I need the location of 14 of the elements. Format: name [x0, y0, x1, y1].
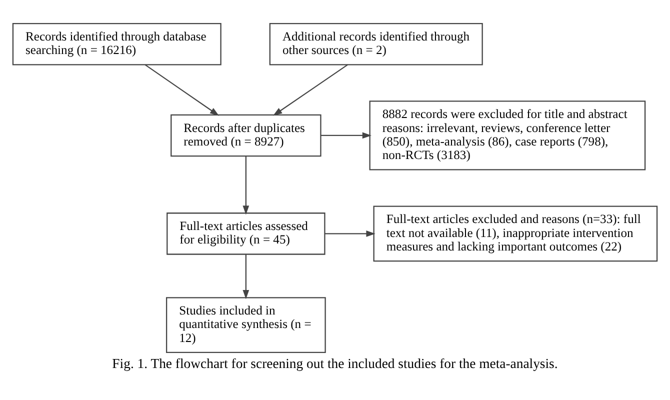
arrow: [321, 132, 372, 139]
node-box: Additional records identified through other sources (n = 2): [269, 23, 483, 66]
arrow: [242, 156, 250, 215]
arrow: [273, 64, 348, 116]
node-box: Full-text articles assessed for eligibility (n = 45): [166, 212, 326, 255]
arrow: [144, 64, 220, 116]
node-box: 8882 records were excluded for title and abstract reasons: irrelevant, reviews, conference letter (850), meta-analysis (86), case reports (798), non-RCTs (3183): [369, 100, 646, 170]
node-box: Records identified through database searching (n = 16216): [12, 23, 222, 66]
node-box: Records after duplicates removed (n = 8927): [170, 114, 322, 157]
arrow: [242, 254, 250, 300]
node-box: Studies included in quantitative synthesis (n = 12): [166, 297, 326, 354]
node-box: Full-text articles excluded and reasons (n=33): full text not available (11), inappropriate intervention measures and lacking important outcomes (22): [373, 206, 658, 262]
arrow: [324, 230, 376, 237]
caption: Fig. 1. The flowchart for screening out the included studies for the meta-analysis.: [112, 356, 558, 371]
